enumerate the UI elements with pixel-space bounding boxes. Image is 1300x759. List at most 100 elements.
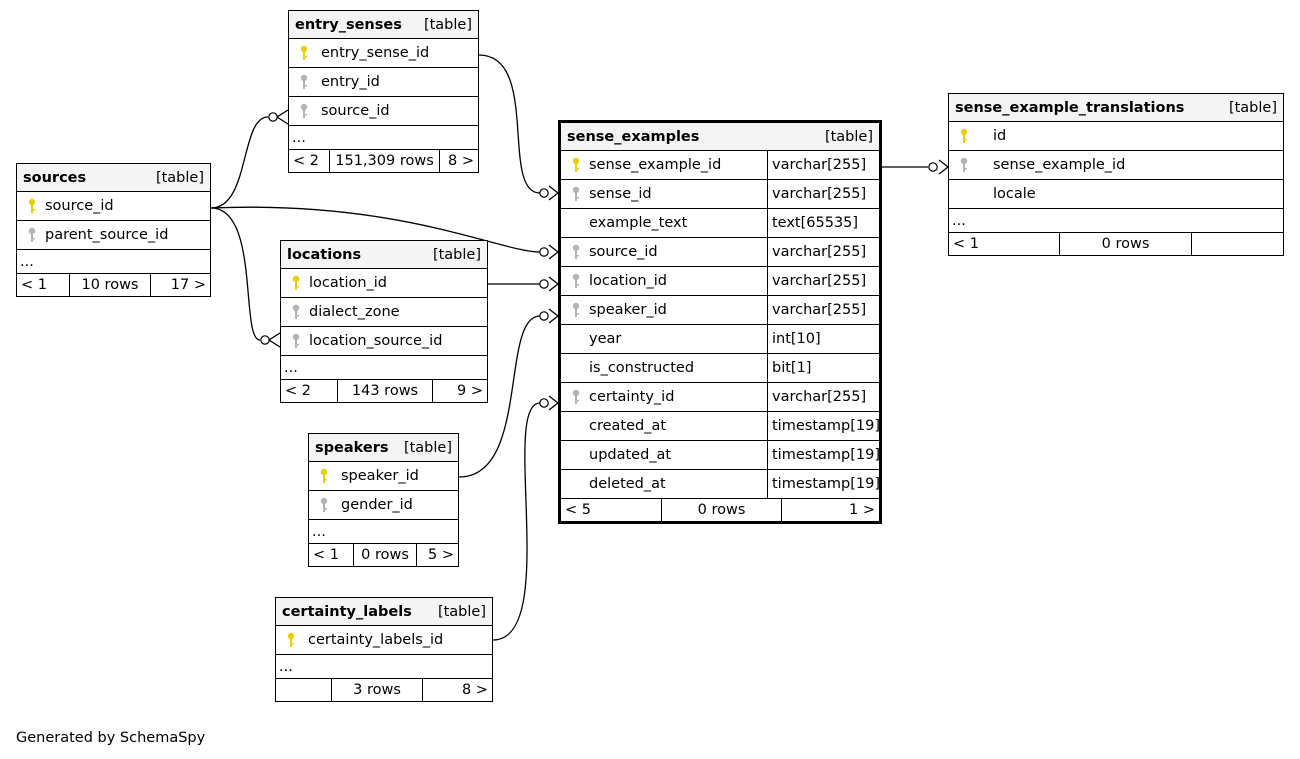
column-row[interactable]: locale	[949, 180, 1283, 209]
edge-entry-senses-to-sense-examples	[478, 54, 541, 194]
table-sense-example-translations[interactable]: sense_example_translations [table] id se…	[948, 93, 1284, 256]
column-name: sense_example_id	[993, 157, 1126, 173]
column-row[interactable]: sense_example_id	[949, 151, 1283, 180]
table-name: sense_example_translations	[955, 99, 1185, 116]
table-footer: < 1 0 rows 5 >	[309, 544, 458, 566]
column-name: certainty_labels_id	[308, 632, 444, 648]
column-name: source_id	[589, 244, 658, 260]
row-count: 10 rows	[69, 274, 151, 296]
table-footer: < 2 143 rows 9 >	[281, 380, 487, 402]
table-footer: 3 rows 8 >	[276, 679, 492, 701]
column-row[interactable]: location_id varchar[255]	[561, 267, 879, 296]
foreign-key-icon	[297, 103, 311, 119]
column-row[interactable]: certainty_labels_id	[276, 626, 492, 655]
table-footer: < 2 151,309 rows 8 >	[289, 150, 478, 172]
foreign-key-icon	[957, 157, 971, 173]
children-count[interactable]: 17 >	[170, 277, 206, 293]
column-row[interactable]: source_id	[17, 192, 210, 221]
table-header: locations [table]	[281, 241, 487, 269]
table-kind: [table]	[1228, 99, 1277, 116]
column-name: entry_id	[321, 74, 380, 90]
column-row[interactable]: source_id	[289, 97, 478, 126]
table-entry-senses[interactable]: entry_senses [table] entry_sense_id entr…	[288, 10, 479, 173]
table-name: speakers	[315, 439, 389, 456]
column-name: deleted_at	[589, 476, 666, 492]
column-name: parent_source_id	[45, 227, 169, 243]
column-row[interactable]: parent_source_id	[17, 221, 210, 250]
parents-count[interactable]: < 1	[953, 236, 979, 252]
column-name: speaker_id	[341, 468, 419, 484]
row-count: 0 rows	[661, 499, 782, 521]
table-kind: [table]	[423, 16, 472, 33]
column-row[interactable]: dialect_zone	[281, 298, 487, 327]
edge-sources-to-locations	[210, 207, 261, 341]
table-certainty-labels[interactable]: certainty_labels [table] certainty_label…	[275, 597, 493, 702]
column-row[interactable]: location_id	[281, 269, 487, 298]
column-name: entry_sense_id	[321, 45, 430, 61]
table-locations[interactable]: locations [table] location_id dialect_zo…	[280, 240, 488, 403]
table-kind: [table]	[155, 169, 204, 186]
column-name: location_id	[309, 275, 388, 291]
column-row[interactable]: entry_sense_id	[289, 39, 478, 68]
column-name: speaker_id	[589, 302, 667, 318]
column-type: timestamp[19]	[767, 412, 880, 440]
foreign-key-icon	[569, 302, 583, 318]
children-count[interactable]: 8 >	[462, 682, 488, 698]
more-columns: ...	[289, 126, 478, 150]
column-name: created_at	[589, 418, 667, 434]
table-name: sense_examples	[567, 128, 700, 145]
column-type: varchar[255]	[767, 296, 879, 324]
column-row[interactable]: speaker_id varchar[255]	[561, 296, 879, 325]
table-footer: < 1 0 rows	[949, 233, 1283, 255]
parents-count[interactable]: < 2	[293, 153, 319, 169]
parents-count[interactable]: < 1	[21, 277, 47, 293]
children-count[interactable]: 5 >	[428, 547, 454, 563]
table-header: certainty_labels [table]	[276, 598, 492, 626]
column-row[interactable]: created_at timestamp[19]	[561, 412, 880, 441]
column-row[interactable]: location_source_id	[281, 327, 487, 356]
parents-count[interactable]: < 1	[313, 547, 339, 563]
column-type: text[65535]	[767, 209, 879, 237]
column-type: bit[1]	[767, 354, 879, 382]
parents-count[interactable]: < 2	[285, 383, 311, 399]
column-name: location_id	[589, 273, 668, 289]
children-count[interactable]	[1192, 233, 1283, 255]
primary-key-icon	[317, 468, 331, 484]
column-row[interactable]: id	[949, 122, 1283, 151]
table-name: locations	[287, 246, 362, 263]
column-type: timestamp[19]	[767, 441, 880, 469]
more-columns: ...	[949, 209, 1283, 233]
column-row[interactable]: speaker_id	[309, 462, 458, 491]
column-row[interactable]: gender_id	[309, 491, 458, 520]
children-count[interactable]: 8 >	[448, 153, 474, 169]
parents-count[interactable]: < 5	[565, 502, 591, 518]
primary-key-icon	[25, 198, 39, 214]
table-speakers[interactable]: speakers [table] speaker_id gender_id ..…	[308, 433, 459, 567]
primary-key-icon	[289, 275, 303, 291]
column-type: varchar[255]	[767, 267, 879, 295]
more-columns: ...	[309, 520, 458, 544]
children-count[interactable]: 1 >	[849, 502, 875, 518]
table-kind: [table]	[437, 603, 486, 620]
table-sources[interactable]: sources [table] source_id parent_source_…	[16, 163, 211, 297]
column-name: source_id	[45, 198, 114, 214]
parents-count[interactable]	[276, 679, 331, 701]
table-footer: < 5 0 rows 1 >	[561, 499, 879, 521]
children-count[interactable]: 9 >	[457, 383, 483, 399]
table-name: certainty_labels	[282, 603, 412, 620]
table-kind: [table]	[403, 439, 452, 456]
more-columns: ...	[17, 250, 210, 274]
table-kind: [table]	[432, 246, 481, 263]
column-row[interactable]: entry_id	[289, 68, 478, 97]
